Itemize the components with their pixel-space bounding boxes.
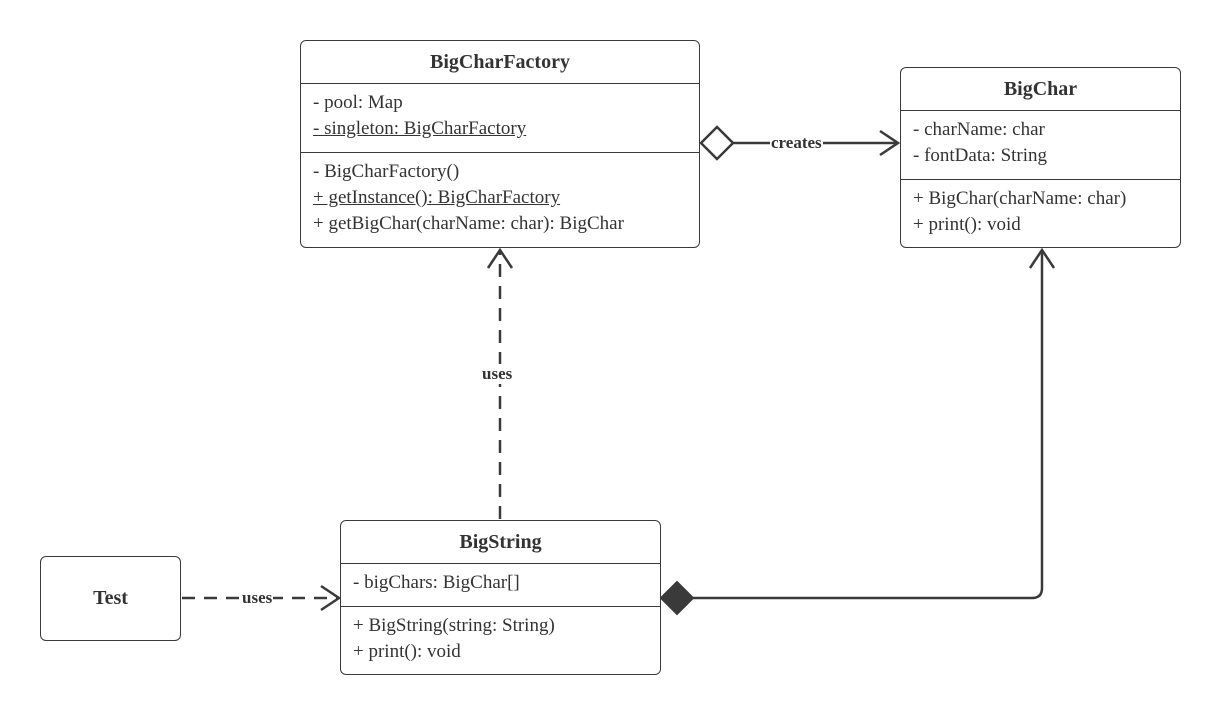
methods-section: + BigChar(charName: char) + print(): voi… xyxy=(901,179,1180,247)
creates-label: creates xyxy=(770,133,823,153)
methods-section: + BigString(string: String) + print(): v… xyxy=(341,606,660,673)
class-name: BigChar xyxy=(1003,77,1078,100)
attribute-charname: - charName: char xyxy=(913,119,1045,140)
class-bigchar[interactable]: BigChar - charName: char - fontData: Str… xyxy=(900,67,1181,248)
uses-arrowhead-right xyxy=(320,584,342,612)
uses-arrowhead-up xyxy=(486,247,514,269)
attributes-section: - pool: Map - singleton: BigCharFactory xyxy=(301,83,699,152)
bigstring-uses-label: uses xyxy=(481,364,514,384)
class-bigcharfactory[interactable]: BigCharFactory - pool: Map - singleton: … xyxy=(300,40,700,248)
method-print: + print(): void xyxy=(353,641,461,662)
attribute-bigchars: - bigChars: BigChar[] xyxy=(353,572,520,593)
method-constructor: - BigCharFactory() xyxy=(313,161,460,182)
composition-diamond xyxy=(659,580,695,616)
class-test[interactable]: Test xyxy=(40,556,181,641)
methods-section: - BigCharFactory() + getInstance(): BigC… xyxy=(301,152,699,247)
creates-arrowhead xyxy=(879,129,901,157)
test-uses-label: uses xyxy=(241,588,274,608)
attributes-section: - charName: char - fontData: String xyxy=(901,110,1180,179)
attribute-fontdata: - fontData: String xyxy=(913,145,1048,166)
method-constructor: + BigChar(charName: char) xyxy=(913,188,1127,209)
method-print: + print(): void xyxy=(913,214,1021,235)
attribute-singleton: - singleton: BigCharFactory xyxy=(313,118,527,139)
composition-connector[interactable] xyxy=(659,247,1056,616)
class-name: BigString xyxy=(459,530,542,553)
aggregation-diamond xyxy=(699,125,735,161)
composition-arrowhead-up xyxy=(1028,247,1056,269)
class-name: Test xyxy=(93,587,128,609)
attribute-pool: - pool: Map xyxy=(313,92,403,113)
bigstring-uses-factory-connector[interactable] xyxy=(486,247,514,519)
class-name: BigCharFactory xyxy=(430,50,570,73)
class-bigstring[interactable]: BigString - bigChars: BigChar[] + BigStr… xyxy=(340,520,661,675)
attributes-section: - bigChars: BigChar[] xyxy=(341,563,660,606)
method-getbigchar: + getBigChar(charName: char): BigChar xyxy=(313,213,624,234)
method-getinstance: + getInstance(): BigCharFactory xyxy=(313,187,561,208)
method-constructor: + BigString(string: String) xyxy=(353,615,555,636)
